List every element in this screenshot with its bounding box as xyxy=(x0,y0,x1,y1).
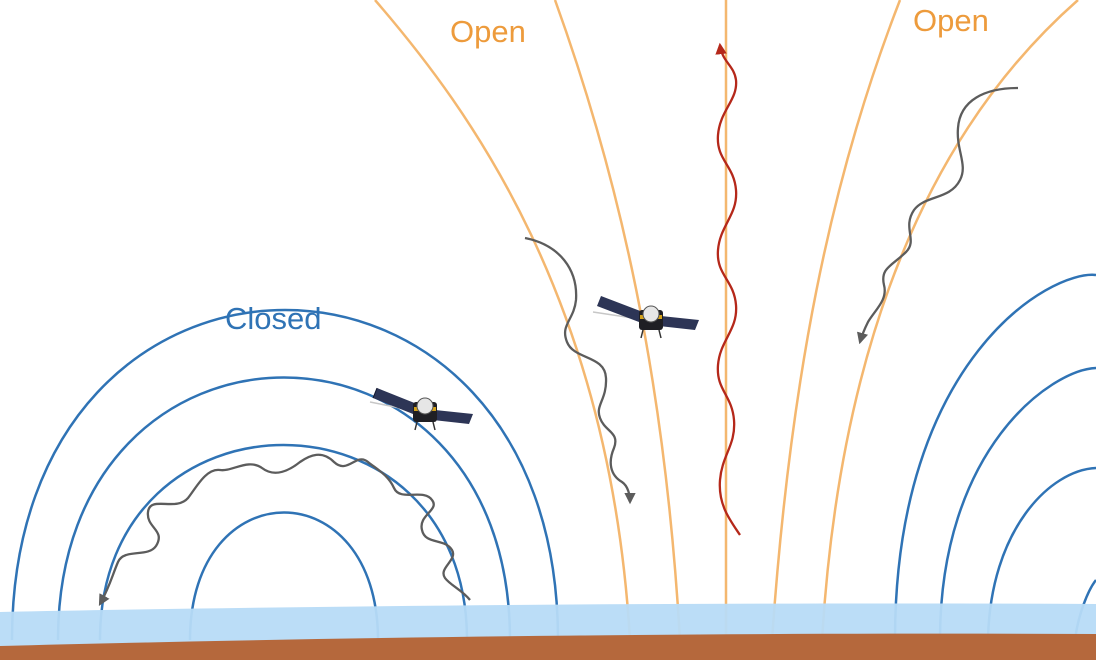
open-field-lines xyxy=(374,0,1079,641)
closed-field-line xyxy=(188,511,380,641)
open-field-line xyxy=(770,0,902,641)
closed-label: Closed xyxy=(225,301,322,336)
closed-field-line xyxy=(986,466,1096,641)
closed-field-lines-right xyxy=(893,273,1096,641)
closed-field-line xyxy=(893,273,1096,641)
escaping-wave xyxy=(715,42,741,536)
planet-surface xyxy=(0,633,1096,660)
open-label-right: Open xyxy=(913,3,989,38)
open-label-left: Open xyxy=(450,14,526,49)
closed-field-line xyxy=(10,308,560,641)
open-field-line xyxy=(374,0,632,641)
spacecraft-icon xyxy=(592,296,699,339)
precipitating-particle-left xyxy=(524,236,636,505)
closed-field-lines-left xyxy=(10,308,560,641)
spacecraft-icon xyxy=(369,387,473,431)
precipitating-particle-right xyxy=(856,86,1019,345)
trapped-particle-path xyxy=(98,453,471,607)
closed-field-line xyxy=(56,376,512,641)
open-field-line xyxy=(553,0,682,641)
closed-field-line xyxy=(938,366,1096,641)
